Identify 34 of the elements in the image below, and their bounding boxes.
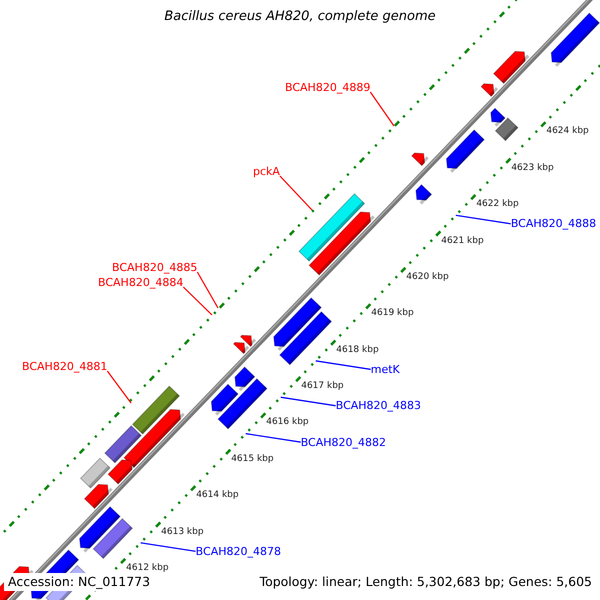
scale-label: 4620 kbp — [406, 270, 449, 284]
leader-line — [140, 542, 196, 552]
gene-label: BCAH820_4888 — [510, 217, 596, 230]
scale-label: 4619 kbp — [371, 307, 414, 320]
gene-label: BCAH820_4889 — [285, 81, 370, 94]
scale-label: 4624 kbp — [546, 125, 589, 138]
leader-line — [196, 272, 219, 308]
leader-line — [182, 286, 212, 316]
scale-label: 4617 kbp — [301, 380, 344, 394]
scale-label: 4618 kbp — [336, 344, 379, 357]
scale-label: 4613 kbp — [161, 526, 204, 539]
gene-label: BCAH820_4882 — [300, 436, 386, 449]
leader-line — [456, 214, 511, 224]
gene-label: BCAH820_4883 — [336, 399, 422, 412]
scale-label: 4621 kbp — [441, 234, 484, 248]
gene-label: metK — [370, 362, 400, 376]
gene-label: BCAH820_4881 — [22, 360, 108, 373]
leader-line — [316, 360, 371, 370]
scale-label: 4615 kbp — [231, 452, 274, 466]
gene-label: BCAH820_4878 — [196, 544, 281, 558]
gene-label: BCAH820_4885 — [112, 261, 198, 274]
leader-line — [370, 92, 394, 126]
scale-label: 4612 kbp — [126, 562, 169, 575]
scale-label: 4623 kbp — [511, 162, 554, 175]
leader-line — [280, 176, 312, 210]
scale-label: 4614 kbp — [196, 489, 239, 502]
scale-label: 4616 kbp — [266, 416, 309, 430]
leader-line — [246, 433, 301, 443]
gene-label: BCAH820_4884 — [98, 276, 184, 289]
leader-line — [280, 396, 336, 406]
gene-label: pckA — [253, 165, 280, 178]
scale-label: 4622 kbp — [476, 198, 519, 212]
leader-line — [106, 370, 132, 404]
diagram-title: Bacillus cereus AH820, complete genome — [163, 10, 437, 23]
